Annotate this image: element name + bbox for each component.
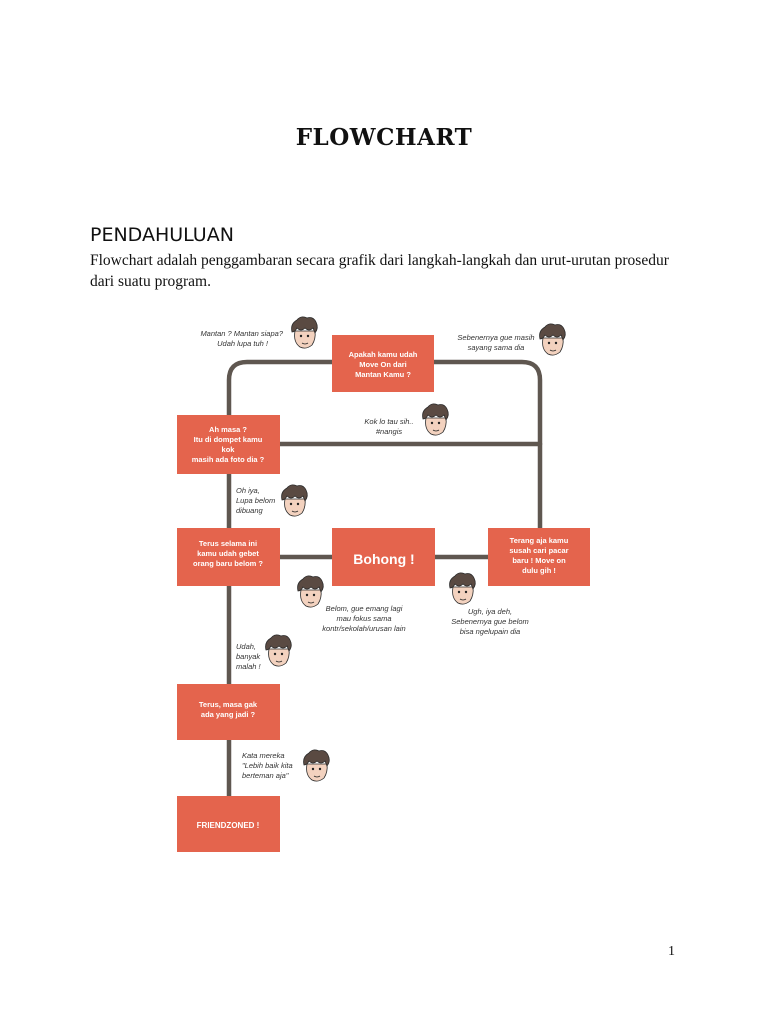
note-ugh-line-3: bisa ngelupain dia xyxy=(460,627,520,636)
note-mantan-line-2: Udah lupa tuh ! xyxy=(217,339,269,348)
note-kata-mereka-line-1: Kata mereka xyxy=(242,751,285,760)
note-mantan: Mantan ? Mantan siapa? Udah lupa tuh ! xyxy=(200,329,283,348)
note-udah-line-2: banyak xyxy=(236,652,261,661)
box-terus-selama-line-3: orang baru belom ? xyxy=(193,559,263,568)
box-ah-masa-line-3: kok xyxy=(222,445,236,454)
face-icon-kok xyxy=(422,403,449,436)
box-ah-masa-line-4: masih ada foto dia ? xyxy=(192,455,265,464)
note-kata-mereka: Kata mereka "Lebih baik kita berteman aj… xyxy=(242,751,293,780)
note-sebenernya-line-2: sayang sama dia xyxy=(468,343,525,352)
note-oh-iya-line-3: dibuang xyxy=(236,506,264,515)
note-oh-iya: Oh iya, Lupa belom dibuang xyxy=(236,486,275,515)
box-terang-line-2: susah cari pacar xyxy=(509,546,568,555)
box-ah-masa-line-1: Ah masa ? xyxy=(209,425,247,434)
box-terang: Terang aja kamu susah cari pacar baru ! … xyxy=(488,528,590,586)
face-icon-oh-iya xyxy=(281,484,308,517)
note-mantan-line-1: Mantan ? Mantan siapa? xyxy=(200,329,283,338)
face-icon-kata-mereka xyxy=(303,749,330,782)
note-ugh: Ugh, iya deh, Sebenernya gue belom bisa … xyxy=(451,607,529,636)
box-bohong: Bohong ! xyxy=(332,528,435,586)
box-terus-masa-line-2: ada yang jadi ? xyxy=(201,710,256,719)
box-terus-selama-line-1: Terus selama ini xyxy=(199,539,257,548)
note-kok-line-2: #nangis xyxy=(376,427,403,436)
box-start-line-2: Move On dari xyxy=(359,360,407,369)
note-belom-line-1: Belom, gue emang lagi xyxy=(326,604,403,613)
note-udah: Udah, banyak malah ! xyxy=(236,642,262,671)
intro-paragraph: Flowchart adalah penggambaran secara gra… xyxy=(90,252,669,290)
face-icon-belom xyxy=(297,575,324,608)
note-sebenernya-line-1: Sebenernya gue masih xyxy=(457,333,534,342)
note-udah-line-3: malah ! xyxy=(236,662,262,671)
box-terus-masa: Terus, masa gak ada yang jadi ? xyxy=(177,684,280,740)
box-ah-masa: Ah masa ? Itu di dompet kamu kok masih a… xyxy=(177,415,280,474)
box-bohong-label: Bohong ! xyxy=(353,551,414,567)
box-friendzoned: FRIENDZONED ! xyxy=(177,796,280,852)
page-number: 1 xyxy=(668,944,675,959)
note-belom-line-2: mau fokus sama xyxy=(336,614,391,623)
box-terang-line-4: dulu gih ! xyxy=(522,566,556,575)
note-oh-iya-line-2: Lupa belom xyxy=(236,496,275,505)
box-start-line-3: Mantan Kamu ? xyxy=(355,370,411,379)
box-terus-masa-line-1: Terus, masa gak xyxy=(199,700,258,709)
box-start-line-1: Apakah kamu udah xyxy=(349,350,418,359)
box-terus-selama: Terus selama ini kamu udah gebet orang b… xyxy=(177,528,280,586)
box-terang-line-1: Terang aja kamu xyxy=(510,536,569,545)
note-sebenernya: Sebenernya gue masih sayang sama dia xyxy=(457,333,534,352)
note-udah-line-1: Udah, xyxy=(236,642,256,651)
face-icon-mantan xyxy=(291,316,318,349)
note-belom-line-3: kontr/sekolah/urusan lain xyxy=(322,624,405,633)
note-belom: Belom, gue emang lagi mau fokus sama kon… xyxy=(322,604,405,633)
box-friendzoned-label: FRIENDZONED ! xyxy=(197,821,260,830)
note-kok: Kok lo tau sih.. #nangis xyxy=(364,417,413,436)
box-terus-selama-line-2: kamu udah gebet xyxy=(197,549,259,558)
note-oh-iya-line-1: Oh iya, xyxy=(236,486,260,495)
face-icon-ugh xyxy=(449,572,476,605)
note-kata-mereka-line-3: berteman aja" xyxy=(242,771,289,780)
page-title: FLOWCHART xyxy=(295,124,473,151)
note-kata-mereka-line-2: "Lebih baik kita xyxy=(242,761,293,770)
box-start: Apakah kamu udah Move On dari Mantan Kam… xyxy=(332,335,434,392)
face-icon-sebenernya xyxy=(539,323,566,356)
note-kok-line-1: Kok lo tau sih.. xyxy=(364,417,413,426)
box-terang-line-3: baru ! Move on xyxy=(512,556,566,565)
face-icon-udah xyxy=(265,634,292,667)
note-ugh-line-2: Sebenernya gue belom xyxy=(451,617,529,626)
box-ah-masa-line-2: Itu di dompet kamu xyxy=(194,435,263,444)
note-ugh-line-1: Ugh, iya deh, xyxy=(468,607,512,616)
section-heading: PENDAHULUAN xyxy=(90,224,234,246)
